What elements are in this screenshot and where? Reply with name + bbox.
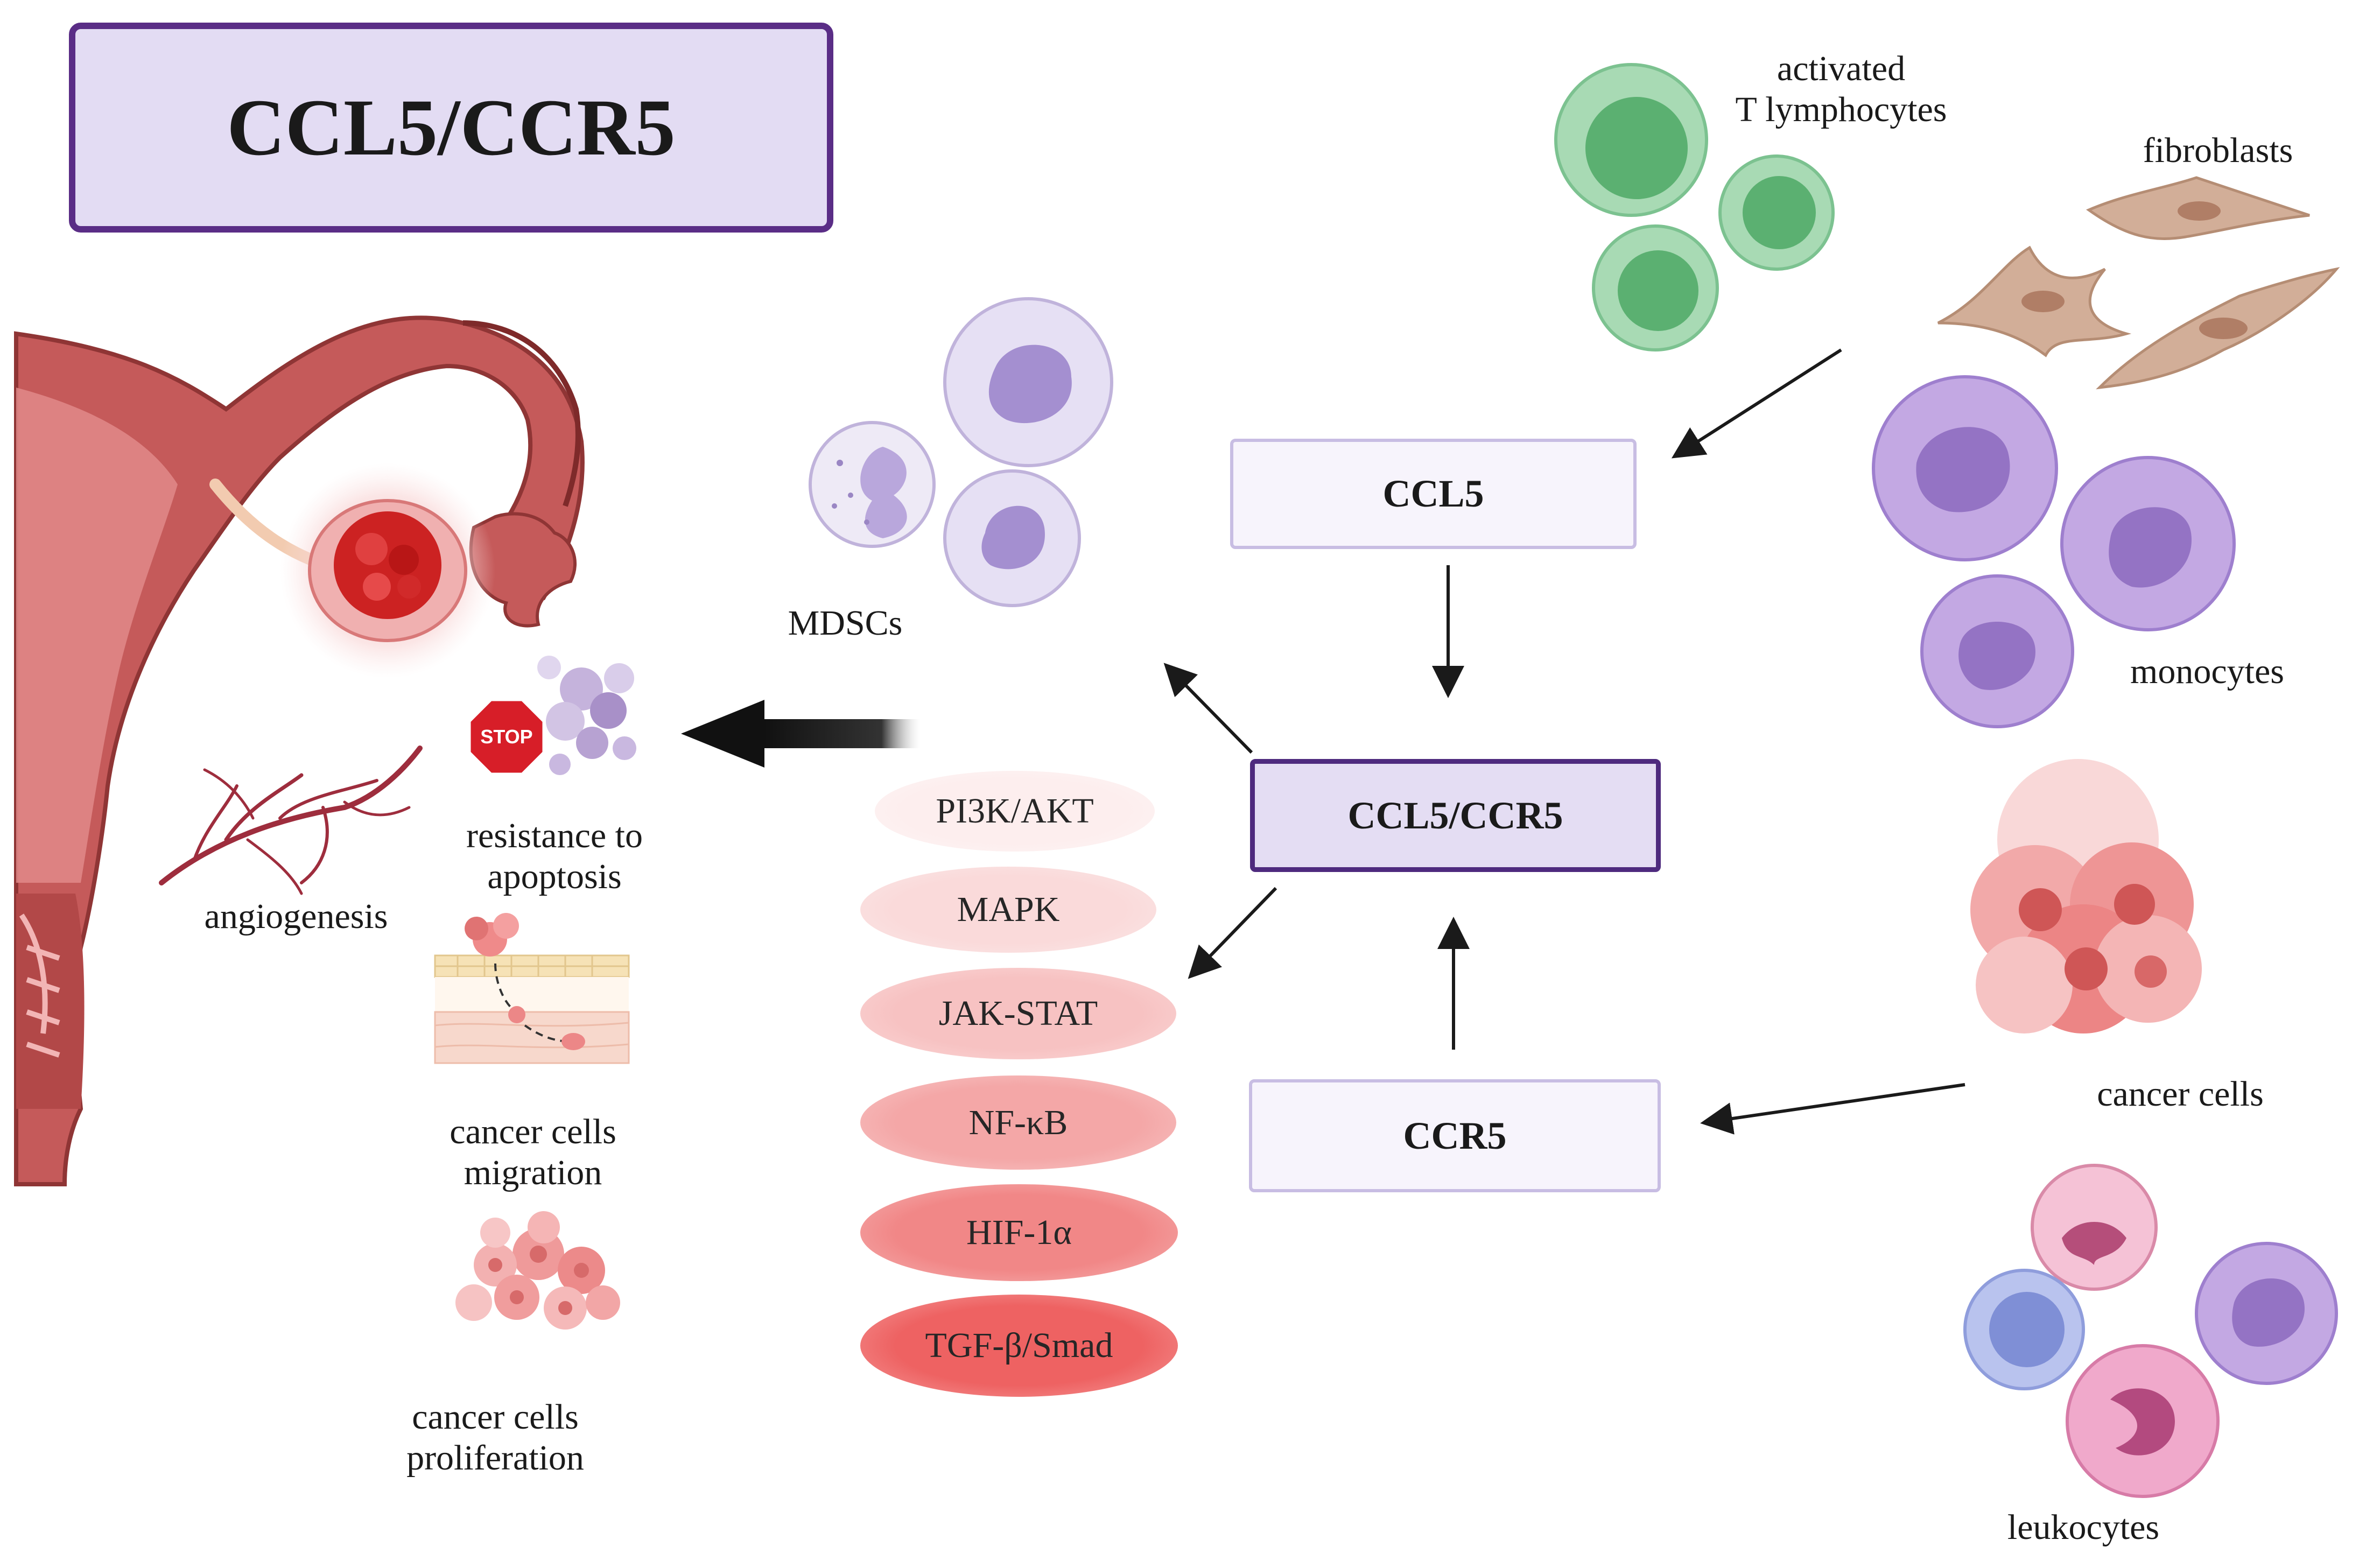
cancer-cell-cluster (1970, 759, 2202, 1033)
t-lymphocytes-label-line1: activated (1777, 49, 1906, 88)
migration-label: cancer cells migration (398, 1112, 668, 1193)
ccl5-box: CCL5 (1230, 439, 1637, 549)
pathway-label: TGF-β/Smad (925, 1326, 1113, 1365)
ccl5-ccr5-box: CCL5/CCR5 (1250, 759, 1661, 872)
pathway-label: JAK-STAT (938, 994, 1098, 1033)
arrow-sources-to-ccr5 (1700, 1083, 1965, 1135)
t-lymphocytes-label-line2: T lymphocytes (1735, 90, 1947, 129)
arrow-sources-to-ccl5 (1671, 348, 1842, 459)
pathway-label: MAPK (957, 890, 1060, 929)
pathway-tgf-b-smad: TGF-β/Smad (860, 1295, 1178, 1397)
apoptosis-label: resistance to apoptosis (415, 815, 694, 897)
pathway-label: NF-κB (968, 1102, 1068, 1142)
angiogenesis-vessels (159, 746, 423, 895)
cancer-cells-label: cancer cells (2097, 1074, 2264, 1114)
apoptosis-label-line1: resistance to (466, 816, 643, 855)
leukocyte-cells (1963, 1164, 2338, 1498)
monocytes-label: monocytes (2130, 652, 2284, 691)
proliferation-label-line1: cancer cells (412, 1397, 579, 1437)
pathway-label: PI3K/AKT (936, 791, 1094, 831)
apoptosis-cluster (537, 656, 636, 775)
big-arrow-to-effects (681, 700, 921, 768)
pathway-mapk: MAPK (860, 867, 1156, 953)
pathway-label: HIF-1α (966, 1213, 1072, 1252)
uterus-illustration (14, 315, 585, 1186)
ccl5-ccr5-label: CCL5/CCR5 (1347, 793, 1563, 837)
title-box: CCL5/CCR5 (69, 23, 833, 233)
migration-label-line2: migration (464, 1153, 602, 1192)
fibroblast-cells (1937, 176, 2340, 390)
ccr5-box: CCR5 (1249, 1079, 1661, 1192)
page-title: CCL5/CCR5 (227, 83, 676, 172)
pathway-nf-kb: NF-κB (860, 1075, 1176, 1170)
t-lymphocytes-label: activated T lymphocytes (1680, 48, 2003, 130)
stop-sign-label: STOP (480, 726, 533, 748)
mdsc-cells (809, 297, 1113, 607)
arrow-center-to-mdsc (1163, 663, 1253, 754)
proliferation-label-line2: proliferation (406, 1438, 584, 1478)
pathway-hif-1a: HIF-1α (860, 1184, 1178, 1281)
migration-label-line1: cancer cells (450, 1112, 616, 1151)
fibroblasts-label: fibroblasts (2143, 131, 2293, 170)
proliferation-label: cancer cells proliferation (355, 1397, 635, 1479)
arrow-center-to-pathways (1188, 887, 1277, 979)
proliferation-cluster (455, 1211, 620, 1330)
pathway-pi3k-akt: PI3K/AKT (875, 771, 1155, 852)
arrows (1163, 348, 1965, 1135)
pathway-jak-stat: JAK-STAT (860, 968, 1176, 1059)
angiogenesis-label: angiogenesis (204, 897, 388, 936)
monocyte-cells (1872, 375, 2236, 728)
ccl5-label: CCL5 (1382, 472, 1484, 515)
apoptosis-label-line2: apoptosis (487, 857, 622, 896)
ccr5-label: CCR5 (1403, 1114, 1507, 1157)
mdscs-label: MDSCs (788, 603, 903, 643)
stop-sign-icon (468, 698, 545, 776)
leukocytes-label: leukocytes (2007, 1508, 2160, 1547)
migration-illustration (434, 913, 630, 1064)
t-lymphocyte-cells (1554, 63, 1835, 351)
